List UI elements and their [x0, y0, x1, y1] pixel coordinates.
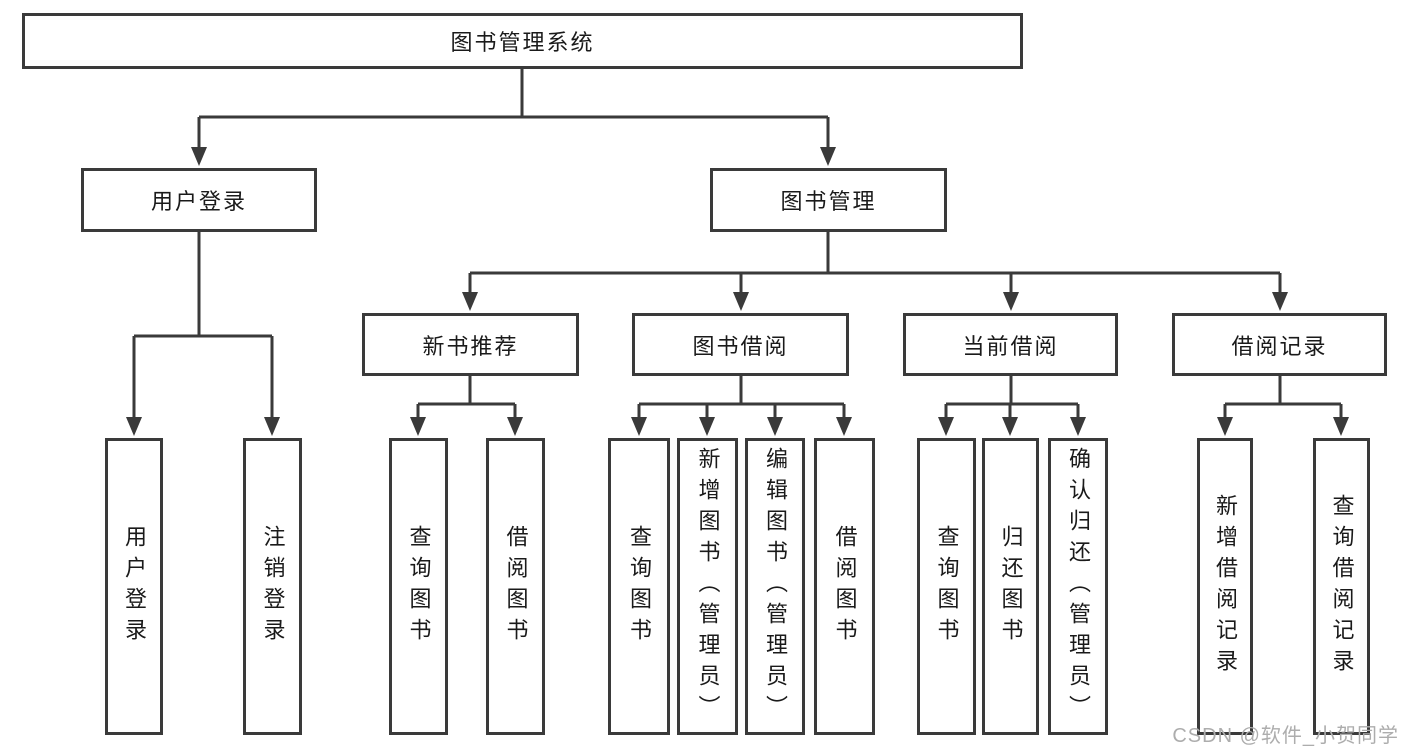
leaf-add-book-admin: 新增图书（管理员） [677, 438, 738, 735]
leaf-query-borrow-record-label: 查询借阅记录 [1329, 493, 1355, 680]
leaf-query-books-1-label: 查询图书 [406, 524, 432, 649]
node-root: 图书管理系统 [22, 13, 1023, 69]
node-user-login-label: 用户登录 [150, 189, 247, 214]
leaf-edit-book-admin-label: 编辑图书（管理员） [763, 447, 788, 726]
node-book-borrow: 图书借阅 [632, 313, 849, 376]
node-book-management-label: 图书管理 [780, 189, 877, 214]
node-user-login: 用户登录 [81, 168, 317, 232]
leaf-query-books-2-label: 查询图书 [627, 524, 652, 649]
leaf-add-borrow-record: 新增借阅记录 [1197, 438, 1253, 735]
leaf-logout-label: 注销登录 [260, 524, 286, 649]
arrowheads [126, 147, 1349, 436]
leaf-borrow-books-1-label: 借阅图书 [503, 524, 529, 649]
node-book-borrow-label: 图书借阅 [692, 333, 789, 359]
node-borrow-records: 借阅记录 [1172, 313, 1387, 376]
csdn-watermark: CSDN @软件_小贺同学 [1172, 725, 1399, 747]
leaf-logout: 注销登录 [243, 438, 302, 735]
leaf-borrow-books-2-label: 借阅图书 [832, 524, 858, 649]
node-new-book-recommend-label: 新书推荐 [422, 333, 519, 359]
leaf-query-books-1: 查询图书 [389, 438, 448, 735]
node-book-management: 图书管理 [710, 168, 947, 232]
leaf-borrow-books-2: 借阅图书 [814, 438, 875, 735]
node-borrow-records-label: 借阅记录 [1231, 333, 1328, 359]
leaf-query-books-2: 查询图书 [608, 438, 670, 735]
leaf-user-login: 用户登录 [105, 438, 163, 735]
node-root-label: 图书管理系统 [450, 30, 595, 55]
leaf-add-book-admin-label: 新增图书（管理员） [695, 447, 721, 726]
leaf-return-book-label: 归还图书 [998, 524, 1024, 649]
leaf-edit-book-admin: 编辑图书（管理员） [745, 438, 805, 735]
leaf-query-borrow-record: 查询借阅记录 [1313, 438, 1370, 735]
leaf-borrow-books-1: 借阅图书 [486, 438, 545, 735]
leaf-query-books-3: 查询图书 [917, 438, 976, 735]
leaf-query-books-3-label: 查询图书 [934, 524, 960, 649]
node-current-borrow-label: 当前借阅 [962, 333, 1059, 359]
node-current-borrow: 当前借阅 [903, 313, 1118, 376]
leaf-add-borrow-record-label: 新增借阅记录 [1213, 493, 1238, 680]
leaf-confirm-return-admin-label: 确认归还（管理员） [1066, 447, 1091, 726]
leaf-confirm-return-admin: 确认归还（管理员） [1048, 438, 1108, 735]
leaf-return-book: 归还图书 [982, 438, 1039, 735]
leaf-user-login-label: 用户登录 [122, 524, 147, 649]
node-new-book-recommend: 新书推荐 [362, 313, 579, 376]
